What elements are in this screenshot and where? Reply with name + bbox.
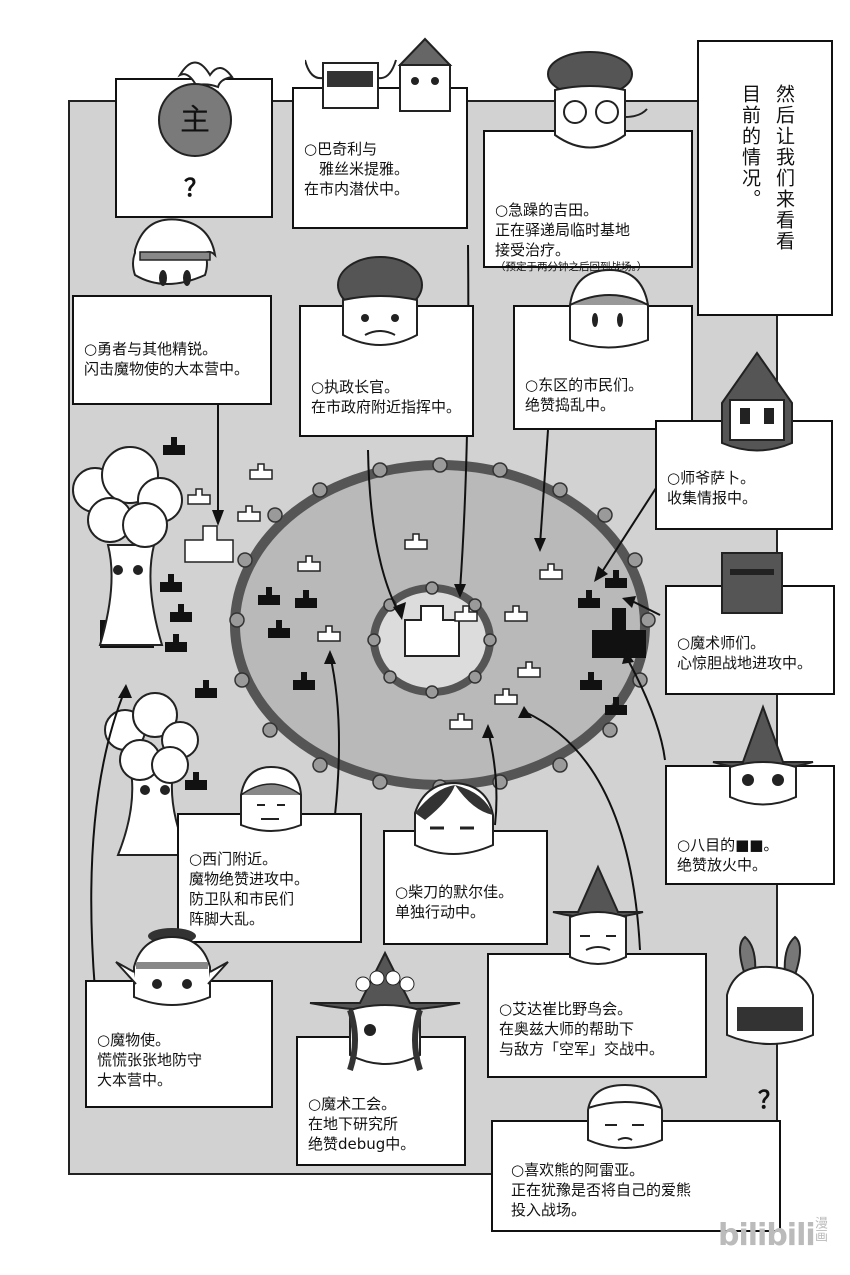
narration-line-1: 然后让我们来看看 [773,84,795,252]
bucket-helm-mage-icon [721,552,783,614]
edasaki-box: ○艾达崔比野鸟会。 在奥兹大师的帮助下 与敌方「空军」交战中。 [487,953,707,1078]
tomato-lord-icon: 主 [158,61,234,157]
guild-witch-icon [309,950,461,1071]
headband-hero-icon [132,218,217,286]
indicator-arrows [90,244,666,991]
bearded-soldier-icon [240,765,302,832]
feather-hat-character-icon [552,864,644,965]
castle-icon [404,605,460,657]
lord-question-mark: ？ [184,173,208,202]
tree-icon [72,446,183,646]
tree-icon [104,692,199,856]
narration-box: 然后让我们来看看 目前的情况。 [697,40,833,316]
narration-line-2: 目前的情况。 [739,84,761,210]
hero-box: ○勇者与其他精锐。 闪击魔物使的大本营中。 [72,295,272,405]
lord-mark: 主 [180,103,210,138]
masked-pair-icon [305,37,453,112]
witch-eight-eyes-icon [712,704,814,806]
rabbit-eared-character-icon [726,935,814,1045]
eight-eyes-box: ○八目的■■。 绝赞放火中。 [665,765,835,885]
governor-box: ○执政长官。 在市政府附近指挥中。 [299,305,474,437]
east-citizen-icon [569,268,649,349]
yoshida-box: ○急躁的吉田。 正在驿递局临时基地 接受治疗。（预定于两分钟之后回到战场。） [483,130,693,273]
rabbit-question-mark: ？ [758,1085,782,1114]
elf-tamer-icon [115,928,229,1006]
yoshida-text: ○急躁的吉田。 正在驿递局临时基地 接受治疗。 [495,201,631,259]
city-units [184,463,563,730]
bilibili-manga-label: 漫画 [812,1216,827,1242]
arelia-icon [587,1083,663,1149]
hooded-sabu-icon [721,351,793,452]
arrow-heads [118,510,636,738]
bilibili-logo: bilibili [718,1218,816,1253]
west-gate-box: ○西门附近。 魔物绝赞进攻中。 防卫队和市民们 阵脚大乱。 [177,813,362,943]
mallka-icon [414,781,494,855]
turban-governor-icon [337,256,423,346]
cap-glasses-character-icon [547,51,648,149]
